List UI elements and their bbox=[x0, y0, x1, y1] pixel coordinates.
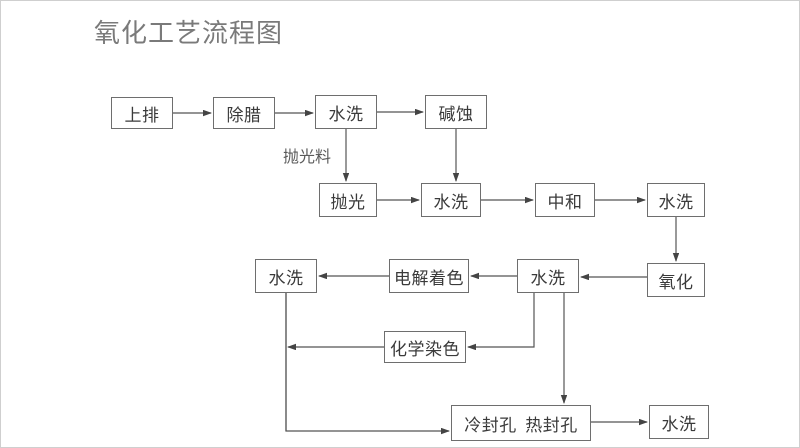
node-dianjie-zhuose[interactable]: 电解着色 bbox=[389, 259, 469, 293]
node-label: 除腊 bbox=[226, 105, 262, 126]
node-label: 化学染色 bbox=[390, 339, 460, 360]
page-title: 氧化工艺流程图 bbox=[94, 19, 284, 49]
node-label: 上排 bbox=[124, 105, 160, 126]
edge-label-paoguangliao: 抛光料 bbox=[283, 147, 332, 166]
node-label: 碱蚀 bbox=[438, 104, 474, 125]
node-paoguang[interactable]: 抛光 bbox=[319, 183, 377, 217]
node-shangpai[interactable]: 上排 bbox=[111, 97, 173, 129]
node-zhonghe[interactable]: 中和 bbox=[535, 183, 595, 217]
node-shuixi-2[interactable]: 水洗 bbox=[421, 183, 481, 217]
node-shuixi-1[interactable]: 水洗 bbox=[315, 95, 377, 129]
node-shuixi-4[interactable]: 水洗 bbox=[517, 259, 579, 293]
node-label-refengkong: 热封孔 bbox=[525, 415, 578, 436]
edge-shuixi4-huaxue bbox=[467, 293, 535, 351]
node-shuixi-6[interactable]: 水洗 bbox=[649, 405, 709, 439]
node-label: 中和 bbox=[547, 192, 583, 213]
node-label: 水洗 bbox=[658, 192, 694, 213]
node-label: 氧化 bbox=[658, 272, 694, 293]
node-huaxue-ranse[interactable]: 化学染色 bbox=[384, 331, 466, 363]
node-label: 水洗 bbox=[661, 414, 697, 435]
node-label: 抛光 bbox=[330, 192, 366, 213]
node-yanghua[interactable]: 氧化 bbox=[647, 263, 705, 297]
node-fengkong[interactable]: 冷封孔 热封孔 bbox=[451, 405, 591, 441]
node-shuixi-3[interactable]: 水洗 bbox=[647, 183, 705, 217]
node-jianshi[interactable]: 碱蚀 bbox=[425, 95, 487, 129]
node-label-lengfengkong: 冷封孔 bbox=[464, 415, 517, 436]
node-label: 水洗 bbox=[530, 268, 566, 289]
node-label: 电解着色 bbox=[394, 268, 464, 289]
node-label: 水洗 bbox=[328, 104, 364, 125]
node-shuixi-5[interactable]: 水洗 bbox=[255, 259, 317, 293]
node-label: 水洗 bbox=[433, 192, 469, 213]
node-chula[interactable]: 除腊 bbox=[213, 97, 275, 129]
node-label: 水洗 bbox=[268, 268, 304, 289]
